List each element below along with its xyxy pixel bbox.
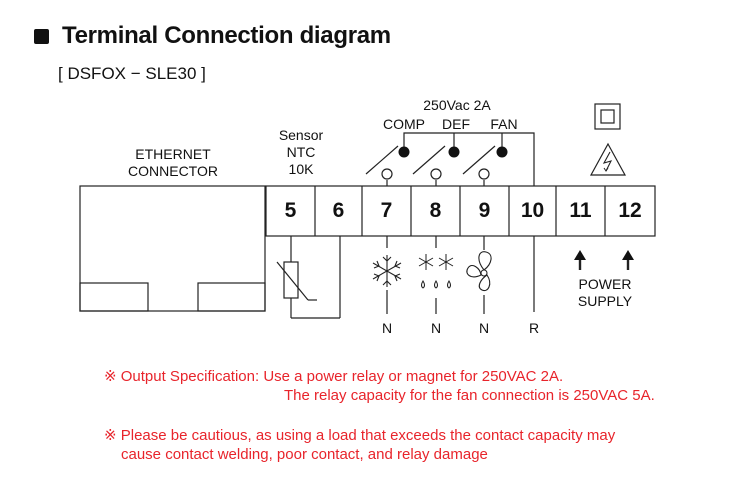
note-caution: ※ Please be cautious, as using a load th… (104, 427, 616, 444)
terminal-12: 12 (618, 199, 642, 222)
terminal-numbers: 5 6 7 8 9 10 11 12 (266, 186, 655, 236)
terminal-9: 9 (478, 199, 491, 222)
def-label: DEF (442, 116, 470, 132)
note-output-spec: ※ Output Specification: Use a power rela… (104, 368, 564, 385)
def-relay-dot (448, 146, 460, 158)
ethernet-port-left (79, 282, 149, 312)
relay-contacts (365, 132, 535, 186)
r-label: R (528, 320, 540, 336)
def-contact-icon (430, 168, 442, 180)
ethernet-label-line2: CONNECTOR (128, 163, 218, 179)
title-bullet-icon (34, 28, 49, 44)
title-row: Terminal Connection diagram (34, 20, 391, 52)
power-label-line2: SUPPLY (577, 293, 633, 309)
fan-icon (466, 251, 492, 292)
terminal-6: 6 (332, 199, 345, 222)
ethernet-port-right (197, 282, 266, 312)
defrost-icon (418, 254, 454, 289)
def-neutral-label: N (430, 320, 442, 336)
power-supply-label: POWER SUPPLY (565, 276, 645, 310)
page-title: Terminal Connection diagram (62, 22, 391, 49)
rating-label: 250Vac 2A (423, 97, 491, 113)
note-fan-capacity: The relay capacity for the fan connectio… (284, 387, 655, 404)
terminal-8: 8 (429, 199, 442, 222)
fan-label: FAN (490, 116, 518, 132)
sensor-label-line2: NTC (286, 144, 316, 160)
fan-contact-icon (478, 168, 490, 180)
compressor-snowflake-icon (372, 255, 402, 287)
comp-neutral-label: N (381, 320, 393, 336)
terminal-7: 7 (380, 199, 393, 222)
sensor-label-line1: Sensor (278, 127, 324, 143)
sensor-label-line3: 10K (288, 161, 314, 177)
ethernet-label: ETHERNET CONNECTOR (118, 146, 228, 180)
fan-relay-dot (496, 146, 508, 158)
note-caution-cont: cause contact welding, poor contact, and… (121, 446, 488, 463)
model-name: [ DSFOX − SLE30 ] (58, 64, 206, 83)
comp-relay-dot (398, 146, 410, 158)
sensor-label: Sensor NTC 10K (266, 127, 336, 178)
ntc-sensor-icon (276, 236, 341, 319)
comp-label: COMP (383, 116, 425, 132)
terminal-11: 11 (569, 199, 592, 222)
double-insulation-icon (594, 103, 621, 130)
high-voltage-warning-icon (589, 142, 627, 176)
terminal-5: 5 (284, 199, 297, 222)
comp-contact-icon (381, 168, 393, 180)
power-label-line1: POWER (578, 276, 632, 292)
ethernet-label-line1: ETHERNET (135, 146, 211, 162)
ethernet-connector (79, 185, 266, 312)
fan-neutral-label: N (478, 320, 490, 336)
terminal-10: 10 (520, 199, 545, 222)
